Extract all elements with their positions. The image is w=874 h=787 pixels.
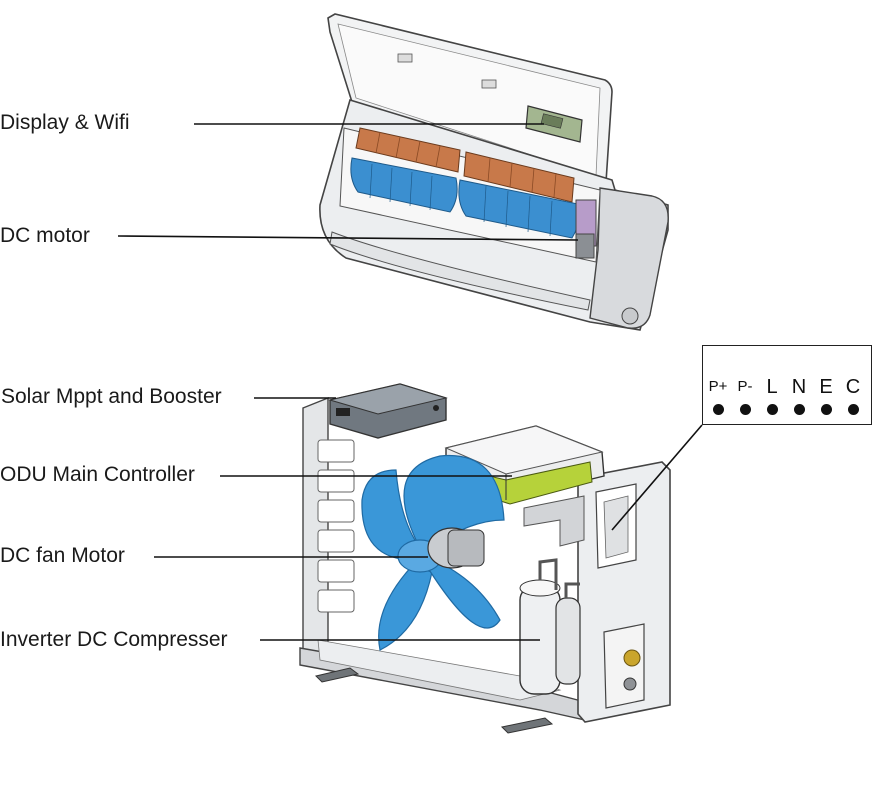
label-dc-fan-motor: DC fan Motor: [0, 544, 125, 567]
terminal-dot: [820, 404, 832, 415]
outdoor-unit: [299, 383, 671, 734]
terminal-l: L: [760, 376, 784, 415]
label-solar-mppt: Solar Mppt and Booster: [1, 385, 222, 408]
label-compressor: Inverter DC Compresser: [0, 628, 228, 651]
terminal-dot: [739, 404, 751, 415]
terminal-label: C: [845, 376, 861, 398]
leader-terminal: [611, 424, 703, 531]
terminal-p-plus: P+: [706, 376, 730, 415]
terminal-dot: [793, 404, 805, 415]
terminal-block-inset: P+ P- L N E C: [702, 345, 872, 425]
terminal-e: E: [814, 376, 838, 415]
evaporator-coil: [355, 127, 461, 173]
indoor-unit: [319, 13, 669, 331]
terminal-label: P-: [737, 378, 753, 395]
fan-blades: [361, 454, 505, 651]
terminal-label: P+: [708, 378, 728, 395]
terminal-label: L: [766, 376, 778, 398]
terminal-c: C: [841, 376, 865, 415]
leader-lines: [117, 123, 703, 641]
terminal-label: N: [791, 376, 807, 398]
terminal-dot: [712, 404, 724, 415]
label-odu-controller: ODU Main Controller: [0, 463, 195, 486]
service-valve: [623, 649, 641, 667]
label-dc-motor: DC motor: [0, 224, 90, 247]
terminal-label: E: [819, 376, 833, 398]
label-display-wifi: Display & Wifi: [0, 111, 130, 134]
terminal-dot: [847, 404, 859, 415]
terminal-n: N: [787, 376, 811, 415]
terminal-p-minus: P-: [733, 376, 757, 415]
terminal-dot: [766, 404, 778, 415]
leader-dc-motor: [117, 235, 579, 241]
